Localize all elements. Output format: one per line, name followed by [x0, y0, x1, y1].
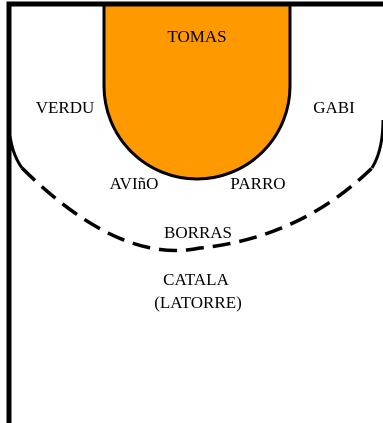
player-label-avino: AVIñO [109, 174, 159, 193]
player-label-latorre: (LATORRE) [154, 293, 242, 312]
player-label-catala: CATALA [163, 270, 229, 289]
player-label-gabi: GABI [313, 98, 355, 117]
three-point-line-solid [7, 119, 24, 169]
player-label-parro: PARRO [230, 174, 286, 193]
player-label-verdu: VERDU [35, 98, 95, 117]
three-point-line-solid-right [370, 119, 383, 169]
player-label-borras: BORRAS [163, 223, 233, 242]
three-point-line-dashed [20, 166, 374, 253]
court-boundary [6, 1, 383, 423]
player-label-tomas: TOMAS [167, 27, 227, 46]
painted-key [102, 2, 292, 181]
